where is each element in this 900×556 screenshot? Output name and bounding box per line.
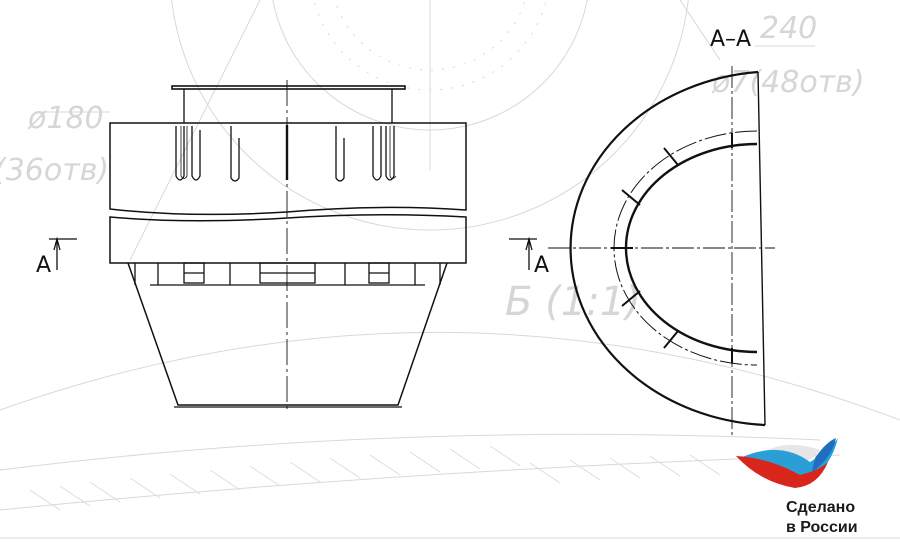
section-marker-left [49,236,77,270]
watermark-background [0,0,900,539]
logo-line1: Сделано [786,499,856,516]
section-mark-left-label: А [36,253,51,278]
watermark-hatch [29,445,721,511]
watermark-dim-240: 240 [760,11,817,46]
watermark-holes-36: (36отв) [0,153,109,188]
logo-caption: Сделано в России [786,498,858,538]
watermark-holes-48: ø7(48отв) [711,65,865,100]
front-view [109,80,467,410]
watermark-dia-180: ø180 [27,101,104,136]
section-marker-right [509,236,537,270]
section-title: А–А [710,27,751,52]
watermark-detail-b: Б (1:1) [505,279,641,325]
logo-line2: в России [786,519,858,536]
made-in-russia-logo [736,438,838,488]
section-view [548,66,775,435]
section-mark-right-label: А [534,253,549,278]
